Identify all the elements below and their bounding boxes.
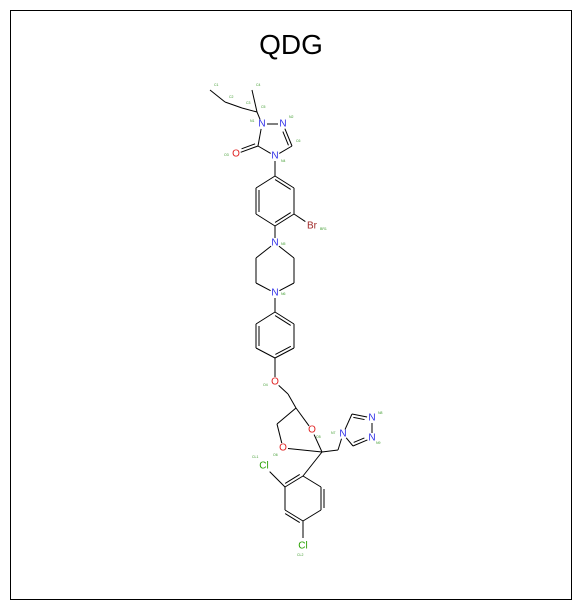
- bond-18: [274, 212, 291, 223]
- bond-1: [224, 101, 243, 109]
- atom-index-n_tz1: N7: [331, 431, 336, 435]
- atom-index-n1: N1: [250, 119, 255, 123]
- bond-45: [313, 434, 323, 453]
- atom-o_ether: O: [271, 377, 279, 388]
- atom-cl1: Cl: [259, 461, 268, 472]
- bond-52: [351, 413, 368, 418]
- atom-index-c4: C4: [256, 83, 261, 87]
- atom-n4: N: [271, 151, 278, 162]
- atom-index-c3: C3: [246, 101, 251, 105]
- atom-index-c2: C2: [229, 95, 234, 99]
- bond-12: [241, 143, 256, 150]
- bond-42: [278, 385, 289, 395]
- atom-index-n_tz3: N9: [376, 441, 381, 445]
- bonds: [209, 89, 373, 538]
- bond-49: [321, 449, 339, 453]
- bond-67: [302, 475, 322, 488]
- bond-57: [345, 437, 354, 447]
- atom-n_pip1: N: [271, 238, 278, 249]
- bond-22: [255, 175, 276, 189]
- bond-6: [284, 128, 293, 147]
- bond-40: [255, 311, 276, 325]
- bond-2: [241, 107, 258, 113]
- atom-index-n4: N4: [281, 159, 286, 163]
- bond-59: [284, 475, 304, 488]
- bond-44: [295, 407, 310, 427]
- atom-index-br: BR1: [320, 227, 327, 231]
- atom-index-n_pip1: N5: [281, 242, 286, 246]
- bond-17: [274, 213, 295, 227]
- bond-43: [287, 393, 297, 409]
- atom-br: Br: [307, 221, 318, 232]
- atom-index-c6: C6: [296, 139, 301, 143]
- bond-58: [302, 451, 323, 477]
- atom-index-cl1: CL1: [252, 455, 258, 459]
- bond-47: [276, 423, 283, 444]
- atom-o_diox2: O: [279, 443, 287, 454]
- atom-n1: N: [258, 119, 265, 130]
- bond-25: [278, 245, 295, 259]
- atom-index-o_carbonyl: O3: [224, 153, 229, 157]
- molecule-title: QDG: [259, 29, 323, 60]
- atom-index-o_diox2: O6: [273, 453, 278, 457]
- bond-60: [284, 474, 300, 484]
- atom-index-n_pip2: N6: [281, 292, 286, 296]
- atom-n_tz1: N: [339, 429, 346, 440]
- atom-n_tz3: N: [368, 433, 375, 444]
- bond-36: [275, 345, 292, 355]
- image-frame: QDG: [10, 10, 572, 600]
- atom-index-n2: N2: [289, 115, 294, 119]
- atom-n_tz2: N: [368, 413, 375, 424]
- bond-4: [256, 111, 261, 120]
- bond-9: [257, 145, 271, 154]
- bond-51: [344, 413, 353, 430]
- bond-32: [274, 311, 295, 325]
- bond-62: [284, 509, 304, 522]
- bond-35: [274, 347, 295, 359]
- atom-o_carbonyl: O: [232, 149, 240, 160]
- bond-15: [274, 179, 291, 190]
- bond-19: [255, 213, 276, 227]
- atom-index-o_diox1: O5: [316, 435, 321, 439]
- bond-55: [352, 439, 368, 447]
- bond-56: [353, 437, 365, 443]
- bond-48: [276, 407, 297, 425]
- bond-37: [255, 347, 276, 359]
- bond-28: [255, 282, 271, 292]
- bond-11: [240, 145, 259, 153]
- atom-index-labels: N1N2N4O3BR1N5N6O4O5O6N7N8N9CL1CL2C1C2C3C…: [214, 83, 383, 557]
- atom-index-n_tz2: N8: [378, 411, 383, 415]
- bond-50: [337, 438, 342, 451]
- bond-53: [353, 416, 365, 421]
- bond-33: [274, 315, 291, 326]
- bond-0: [209, 89, 226, 103]
- atom-n2: N: [279, 119, 286, 130]
- atom-n_pip2: N: [271, 288, 278, 299]
- bond-46: [287, 448, 323, 453]
- bond-30: [255, 245, 272, 259]
- atom-index-o_ether: O4: [263, 383, 268, 387]
- bond-3: [251, 89, 258, 113]
- bond-27: [279, 282, 295, 292]
- bond-8: [279, 145, 293, 154]
- bond-63: [284, 513, 300, 523]
- atom-o_diox1: O: [308, 425, 316, 436]
- atom-index-cl2: CL2: [297, 553, 303, 557]
- bond-23: [293, 213, 306, 222]
- bond-14: [274, 175, 295, 189]
- atom-cl2: Cl: [298, 541, 307, 552]
- bond-64: [302, 509, 322, 522]
- bond-7: [282, 131, 289, 146]
- bond-10: [257, 128, 262, 147]
- atom-index-c5: C5: [261, 105, 266, 109]
- bond-68: [269, 471, 286, 488]
- atom-index-c1: C1: [214, 83, 219, 87]
